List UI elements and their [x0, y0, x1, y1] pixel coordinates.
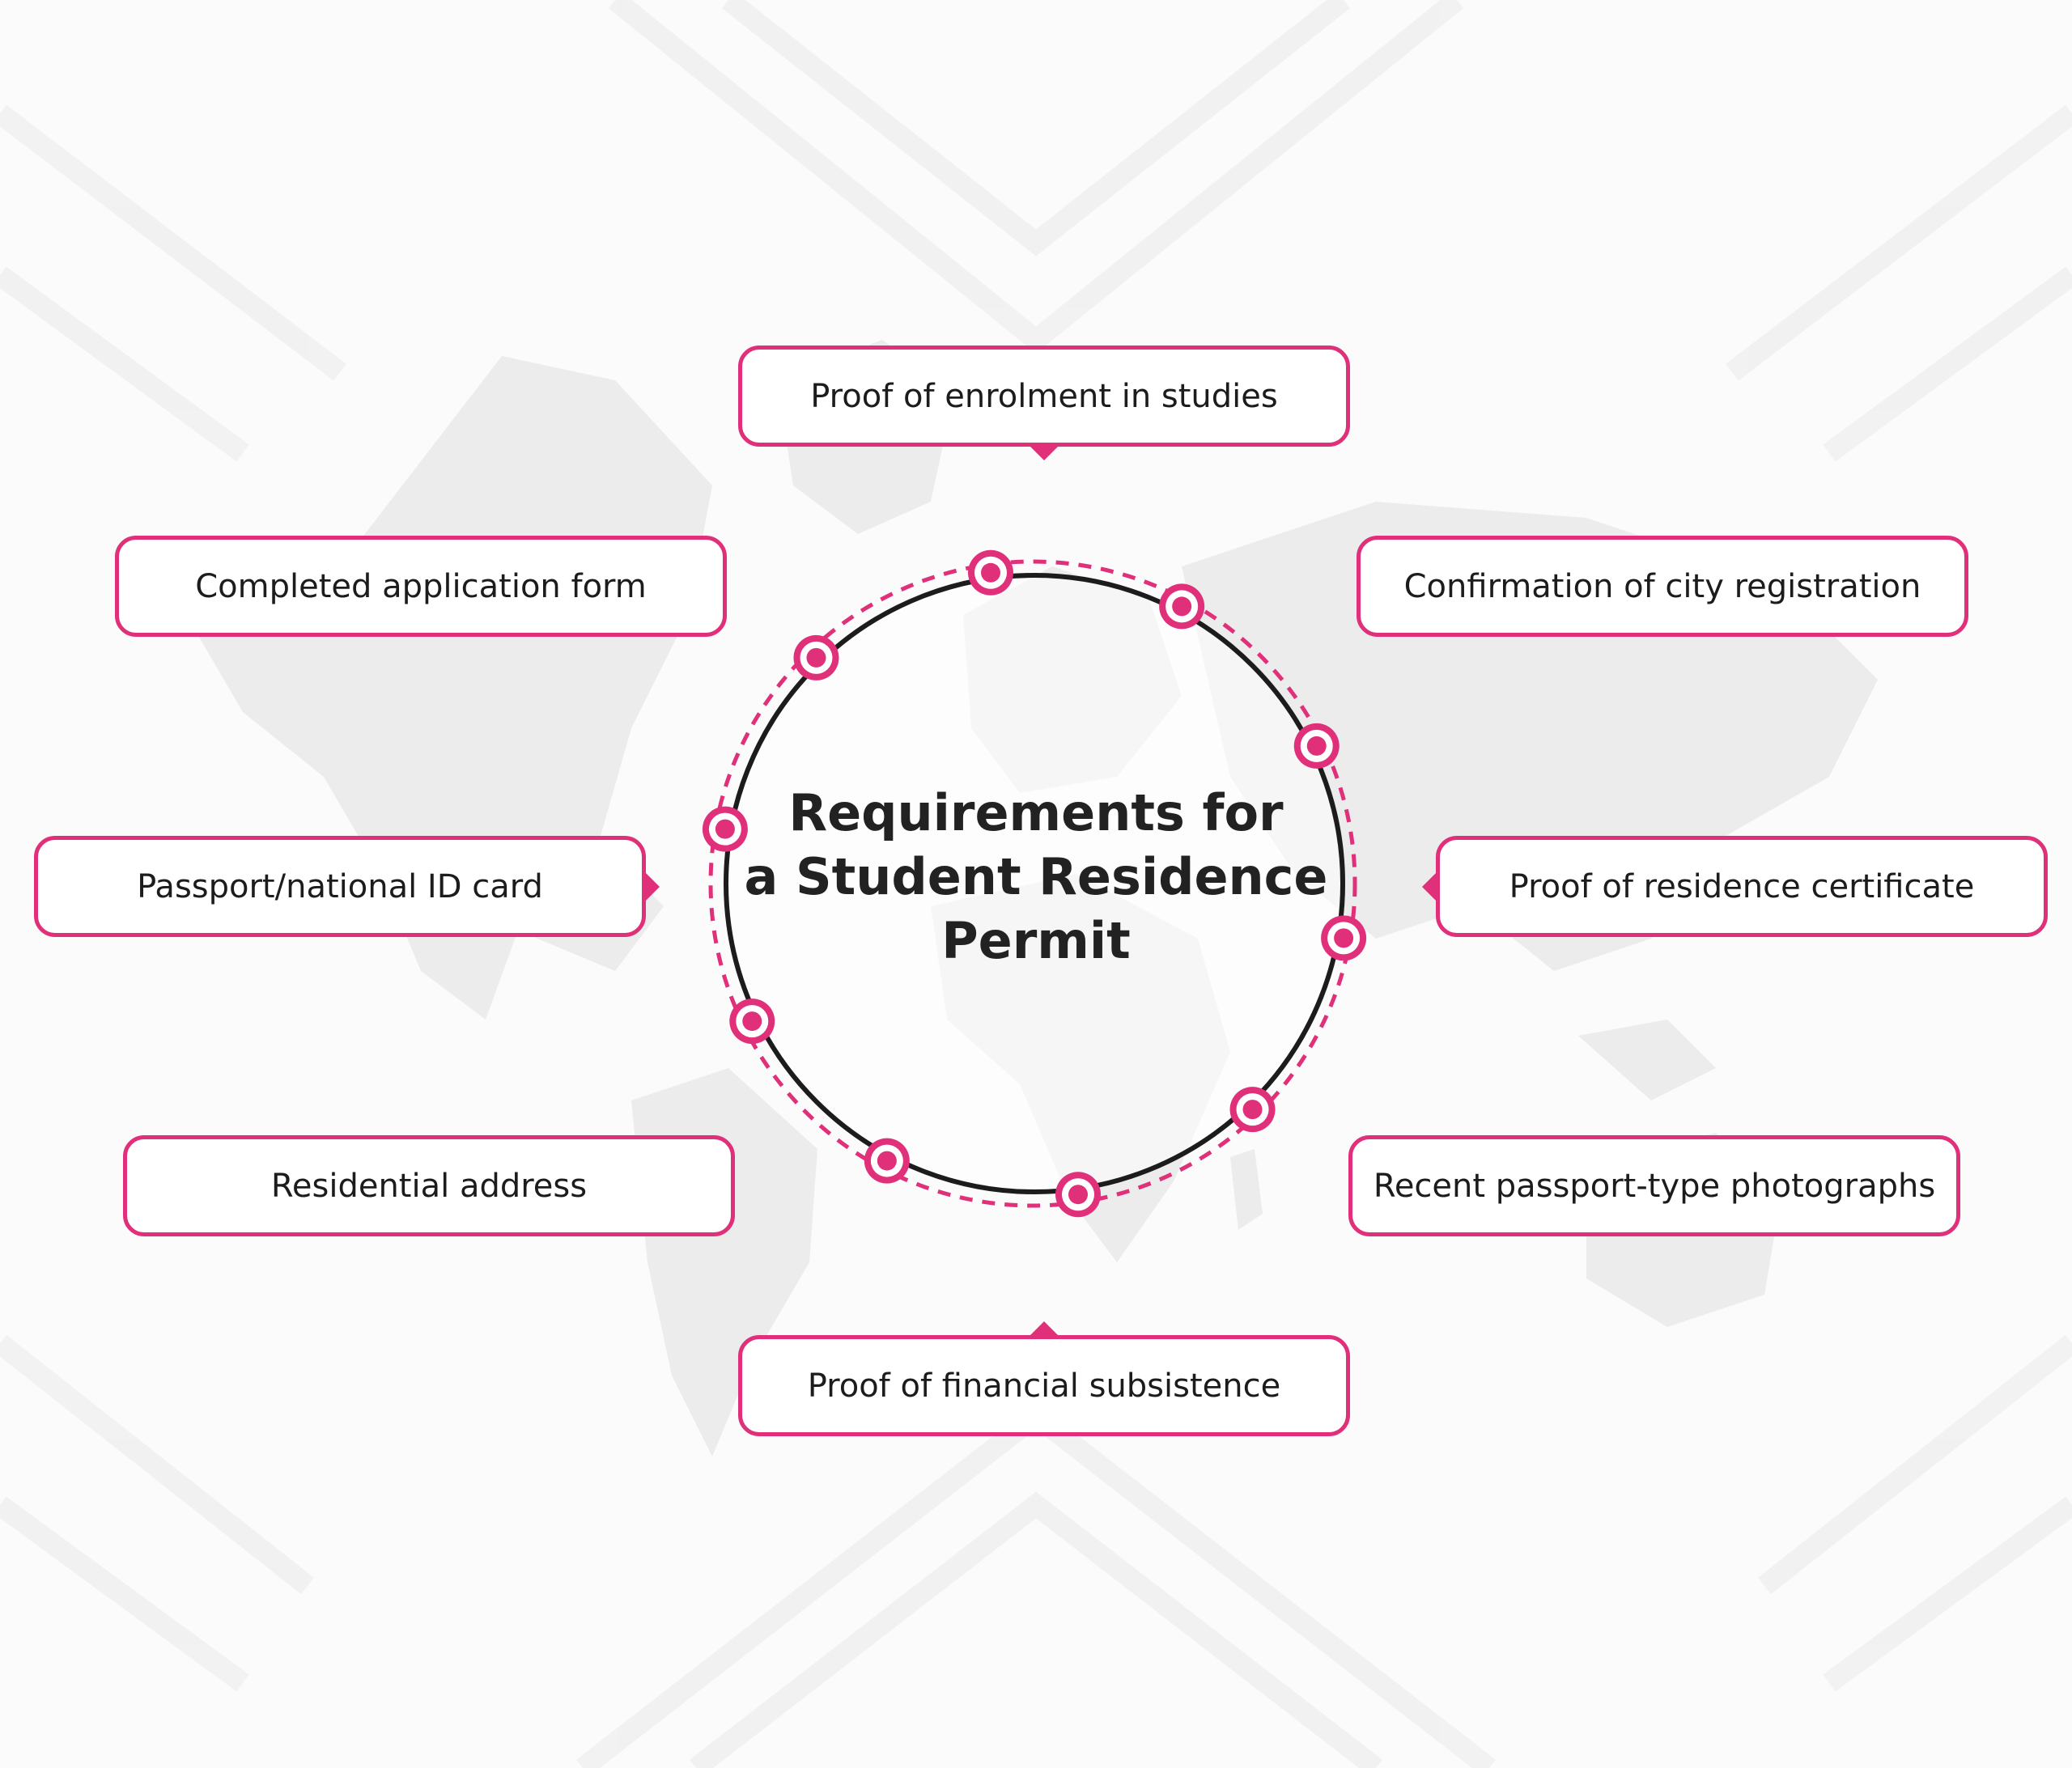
ring-node-icon — [729, 998, 775, 1045]
ring-node-icon — [1229, 1087, 1276, 1133]
ring-node-icon — [702, 806, 748, 852]
ring-node-icon — [793, 634, 839, 680]
requirement-residence-certificate: Proof of residence certificate — [1422, 836, 2048, 937]
requirement-label: Proof of enrolment in studies — [810, 377, 1278, 415]
pointer-icon — [645, 871, 660, 901]
ring-node-icon — [864, 1138, 910, 1184]
pointer-icon — [1422, 871, 1437, 901]
title-line-3: Permit — [941, 911, 1131, 970]
dashed-outer-ring — [708, 559, 1357, 1208]
requirement-label: Recent passport-type photographs — [1373, 1167, 1936, 1205]
diagram-title: Requirements for a Student Residence Per… — [728, 781, 1344, 973]
ring-node-icon — [1321, 915, 1367, 961]
ring-node-icon — [1293, 723, 1340, 769]
requirement-label: Proof of financial subsistence — [807, 1367, 1281, 1405]
pointer-icon — [1030, 446, 1059, 460]
requirement-application-form: Completed application form — [115, 536, 727, 637]
title-line-1: Requirements for — [788, 783, 1284, 842]
requirement-passport-photographs: Recent passport-type photographs — [1348, 1135, 1960, 1236]
requirement-label: Completed application form — [195, 567, 647, 605]
ring-node-icon — [1159, 583, 1205, 630]
requirement-label: Passport/national ID card — [137, 867, 543, 905]
ring-nodes — [702, 549, 1367, 1218]
requirement-residential-address: Residential address — [123, 1135, 735, 1236]
requirement-proof-of-enrolment: Proof of enrolment in studies — [738, 346, 1350, 460]
requirement-city-registration: Confirmation of city registration — [1357, 536, 1968, 637]
requirement-label: Residential address — [270, 1167, 588, 1205]
requirement-financial-subsistence: Proof of financial subsistence — [738, 1321, 1350, 1436]
ring-node-icon — [1055, 1172, 1101, 1218]
title-line-2: a Student Residence — [744, 847, 1328, 906]
requirement-passport-id: Passport/national ID card — [34, 836, 660, 937]
pointer-icon — [1030, 1321, 1059, 1336]
solid-inner-ring — [724, 573, 1345, 1194]
ring-node-icon — [968, 549, 1014, 596]
requirement-label: Proof of residence certificate — [1509, 867, 1975, 905]
requirement-label: Confirmation of city registration — [1403, 567, 1921, 605]
